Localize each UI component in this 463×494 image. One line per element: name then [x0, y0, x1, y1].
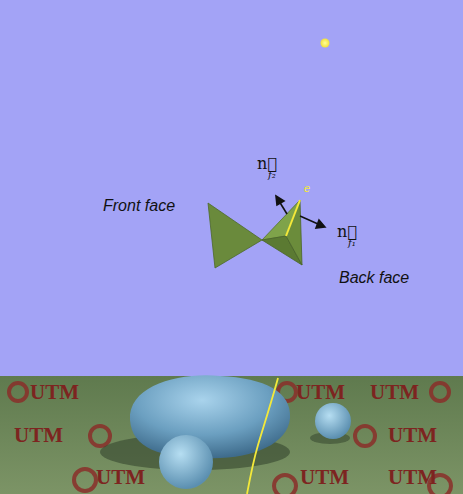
texture-text: UTM — [30, 381, 79, 404]
edge-label: e — [304, 182, 310, 194]
sphere — [315, 403, 351, 439]
texture-text: UTM — [96, 466, 145, 489]
light-source — [321, 39, 330, 48]
texture-text: UTM — [388, 466, 437, 489]
texture-text: UTM — [14, 424, 63, 447]
texture-text: UTM — [300, 466, 349, 489]
texture-text: UTM — [296, 381, 345, 404]
textured-floor — [0, 376, 463, 494]
face-label: Back face — [339, 269, 409, 287]
face-label: Front face — [103, 197, 175, 215]
silhouette-curve — [247, 378, 278, 494]
silhouette-edge — [286, 200, 300, 236]
texture-text: UTM — [370, 381, 419, 404]
normal-subscript: f₁ — [348, 237, 356, 248]
normal-arrows — [276, 196, 325, 228]
front-face — [208, 203, 262, 268]
normal-subscript: f₂ — [268, 169, 276, 180]
texture-text: UTM — [388, 424, 437, 447]
side-face — [286, 200, 302, 265]
sphere — [159, 435, 213, 489]
